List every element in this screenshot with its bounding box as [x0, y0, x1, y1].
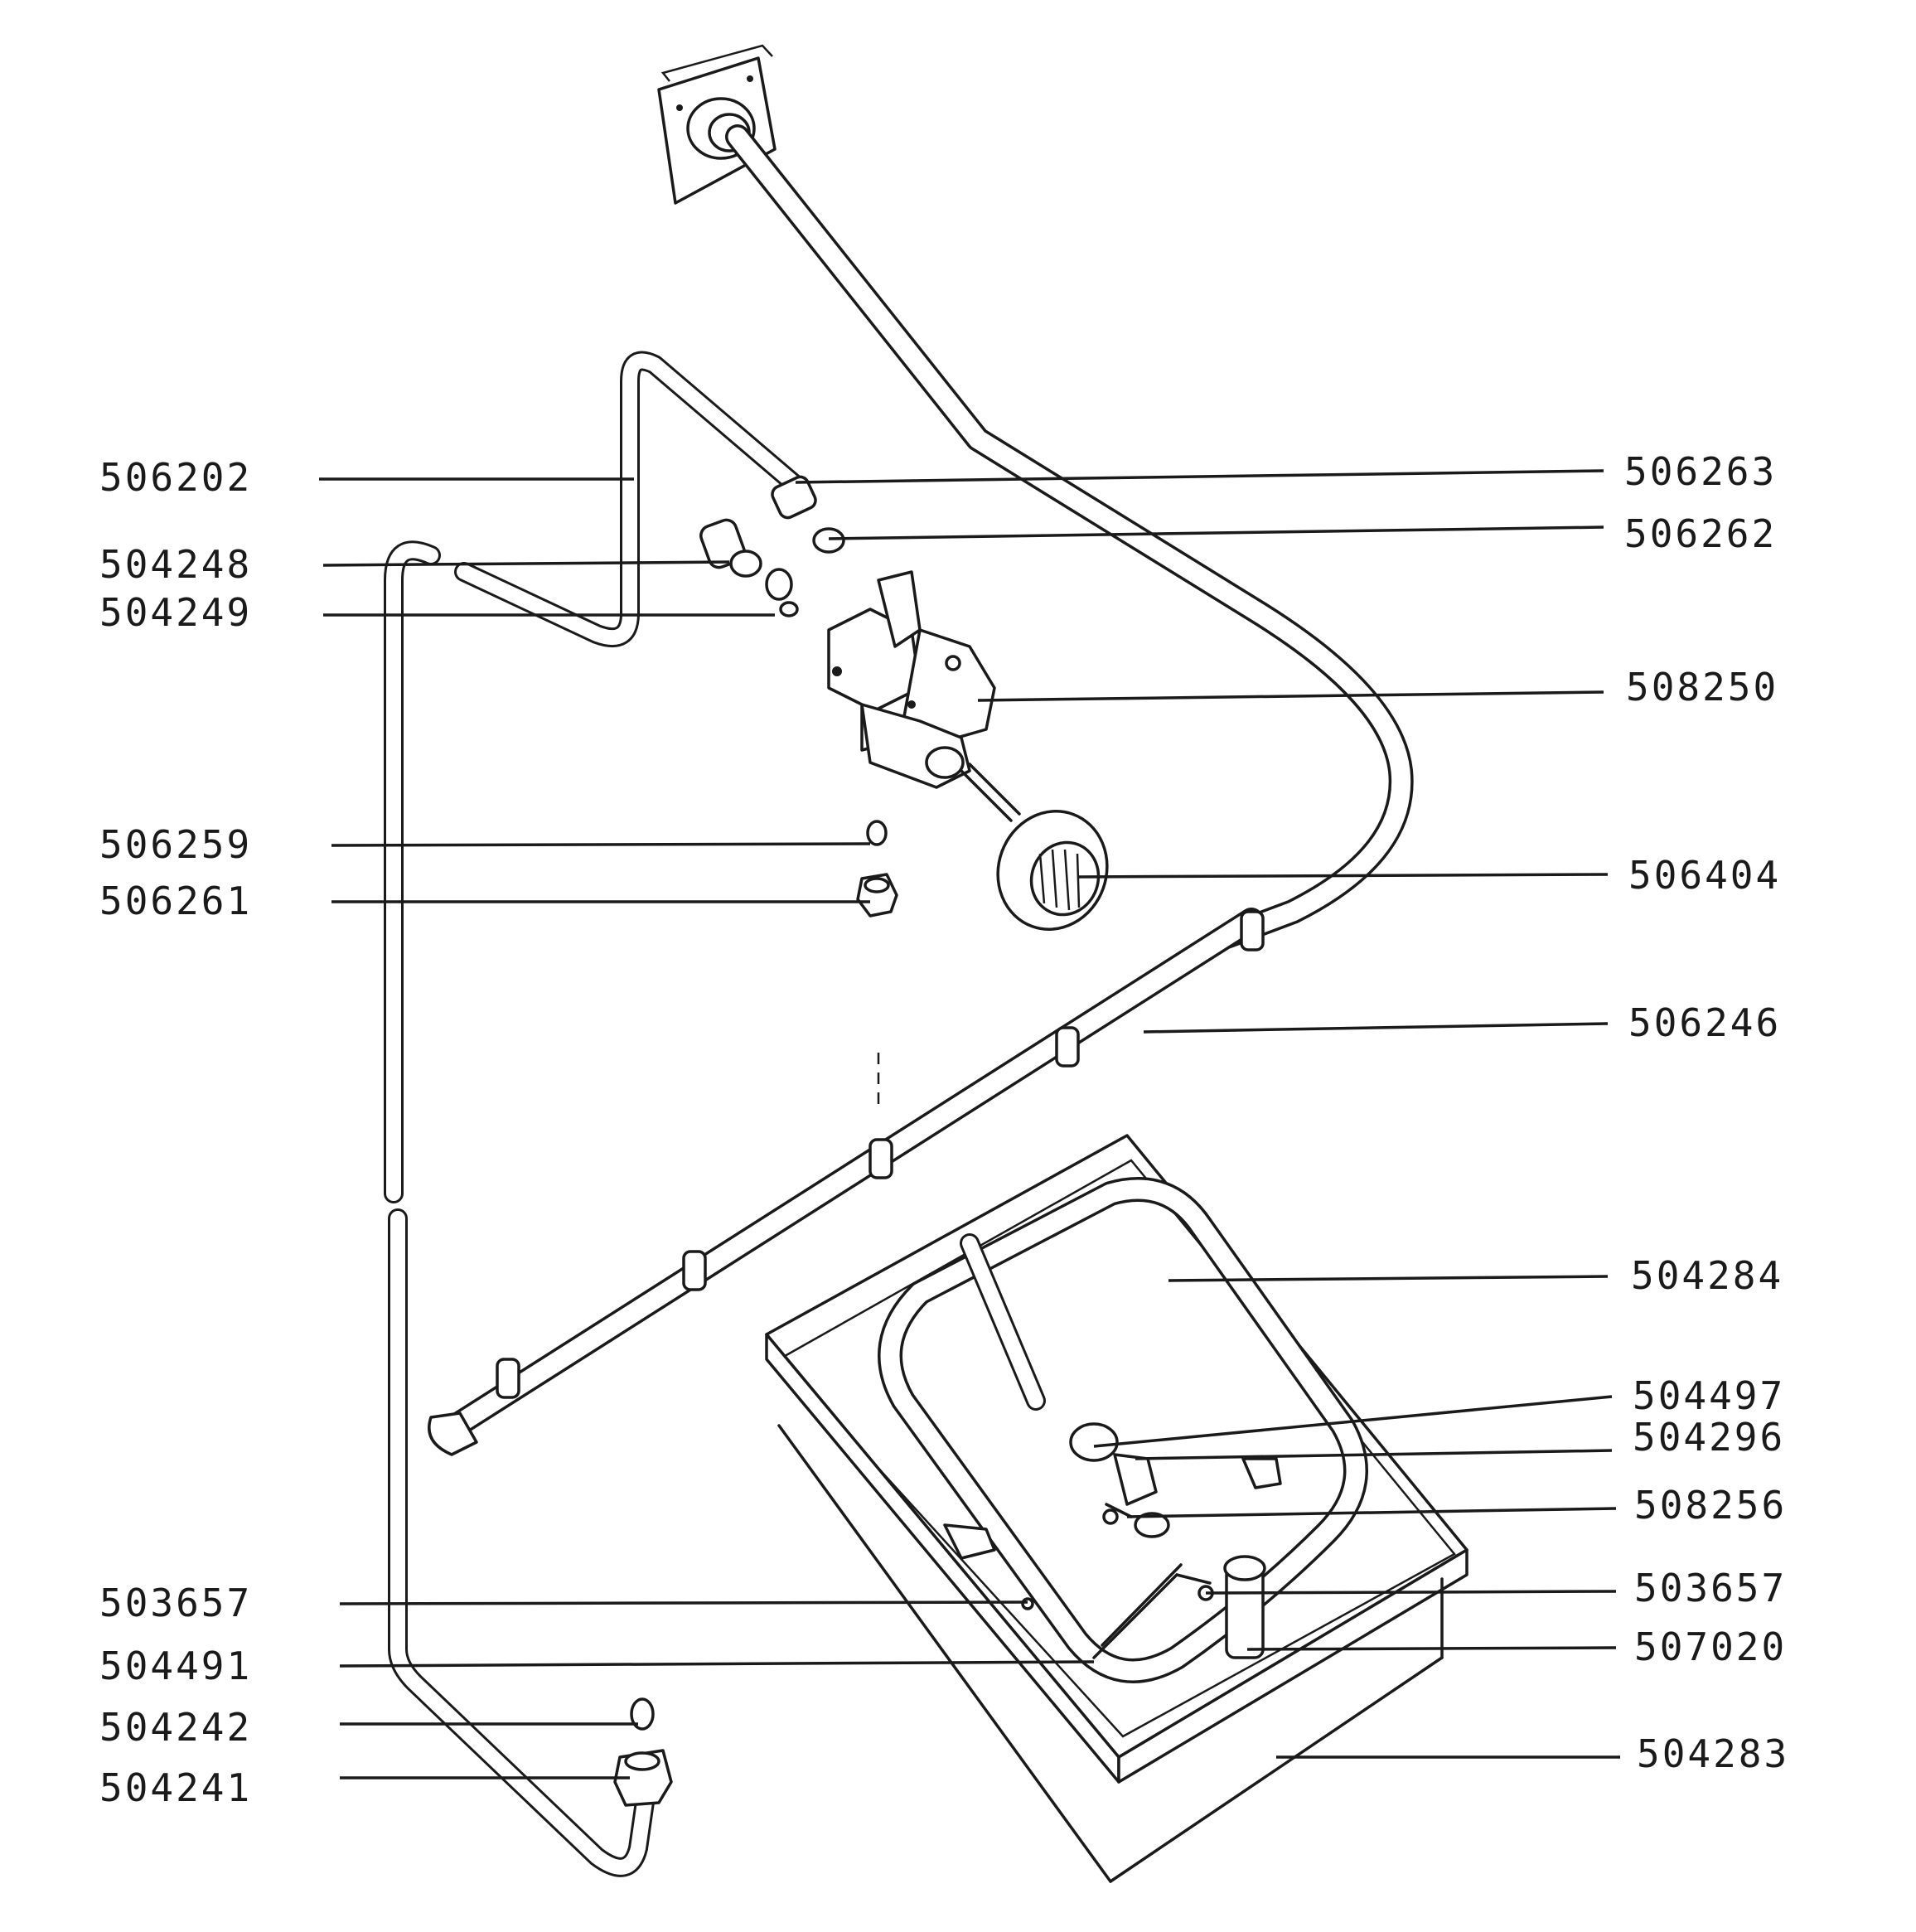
label-504491: 504491 [99, 1644, 252, 1688]
label-506202: 506202 [99, 455, 252, 500]
label-506246: 506246 [1628, 1000, 1781, 1045]
label-504241: 504241 [99, 1765, 252, 1810]
labels-left: 506202 504248 504249 506259 506261 50365… [99, 455, 252, 1810]
label-508256: 508256 [1634, 1483, 1787, 1528]
nut-506263 [771, 475, 817, 520]
label-508250: 508250 [1626, 665, 1778, 709]
wall-flange [657, 44, 777, 205]
long-vertical-pipe [384, 540, 656, 1877]
leader-lines-right [795, 469, 1620, 1759]
label-504284: 504284 [1631, 1253, 1783, 1298]
label-504296: 504296 [1633, 1415, 1785, 1460]
control-knob-506404 [996, 810, 1109, 931]
label-503657-left: 503657 [99, 1581, 252, 1625]
label-504283: 504283 [1637, 1731, 1789, 1776]
label-506262: 506262 [1624, 511, 1777, 556]
label-506404: 506404 [1628, 853, 1781, 898]
label-507020: 507020 [1634, 1625, 1787, 1669]
pillar-507020 [1223, 1555, 1266, 1659]
leader-lines-left [319, 477, 1095, 1779]
label-504242: 504242 [99, 1705, 252, 1750]
olive-506262 [812, 527, 845, 554]
olive-504249 [765, 568, 799, 617]
thermocouple-lead-504491 [1092, 1563, 1212, 1659]
nut-506261 [856, 873, 898, 918]
jet-506259 [866, 820, 888, 846]
label-504249: 504249 [99, 590, 252, 635]
olive-504242 [630, 1697, 655, 1731]
gas-valve-508250 [827, 570, 1021, 822]
label-503657-right: 503657 [1634, 1566, 1787, 1610]
pilot-pipe-506202 [454, 351, 806, 647]
label-506263: 506263 [1624, 449, 1777, 494]
labels-right: 506263 506262 508250 506404 506246 50428… [1624, 449, 1789, 1776]
burner-manifold-506246 [428, 908, 1265, 1456]
label-506261: 506261 [99, 879, 252, 923]
label-504497: 504497 [1633, 1373, 1785, 1418]
label-504248: 504248 [99, 542, 252, 587]
screw-503657-left [1021, 1597, 1034, 1610]
nut-504241 [613, 1749, 673, 1807]
nut-504248 [699, 518, 762, 578]
label-506259: 506259 [99, 822, 252, 867]
pilot-assembly [943, 1422, 1282, 1560]
